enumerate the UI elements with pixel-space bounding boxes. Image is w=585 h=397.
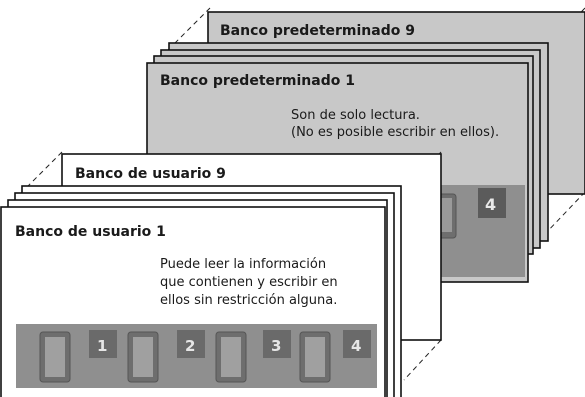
- led-display-icon: [343, 330, 371, 358]
- pedal-number-label: 4: [485, 195, 496, 214]
- user-description-line: ellos sin restricción alguna.: [160, 293, 337, 308]
- preset-description-line: (No es posible escribir en ellos).: [291, 125, 499, 140]
- led-display-icon: [263, 330, 291, 358]
- pedal-number-label: 3: [271, 337, 281, 355]
- led-display-icon: [478, 188, 506, 218]
- pedal-number-label: 4: [351, 337, 361, 355]
- pedal-number-label: 2: [185, 337, 195, 355]
- preset-description-line: Son de solo lectura.: [291, 108, 420, 123]
- user-bank-stack: Banco de usuario 9 Banco de usuario 1 Pu…: [0, 151, 442, 397]
- led-display-icon: [177, 330, 205, 358]
- preset-bank-9-title: Banco predeterminado 9: [220, 23, 415, 39]
- pedal-number-label: 1: [97, 337, 107, 355]
- preset-bank-1-title: Banco predeterminado 1: [160, 73, 355, 89]
- led-display-icon: [89, 330, 117, 358]
- footswitch-pad: [133, 337, 153, 377]
- user-bank-1-title: Banco de usuario 1: [15, 224, 166, 240]
- preset-perspective-line-bottom-right: [544, 191, 585, 235]
- footswitch-pad: [45, 337, 65, 377]
- footswitch-pad: [305, 337, 325, 377]
- user-bank-9-title: Banco de usuario 9: [75, 166, 226, 182]
- user-description-line: Puede leer la información: [160, 257, 326, 272]
- user-pedal-strip: 1 2 3 4: [16, 324, 377, 388]
- footswitch-pad: [221, 337, 241, 377]
- user-perspective-line-bottom-right: [403, 339, 442, 381]
- user-description-line: que contienen y escribir en: [160, 275, 338, 290]
